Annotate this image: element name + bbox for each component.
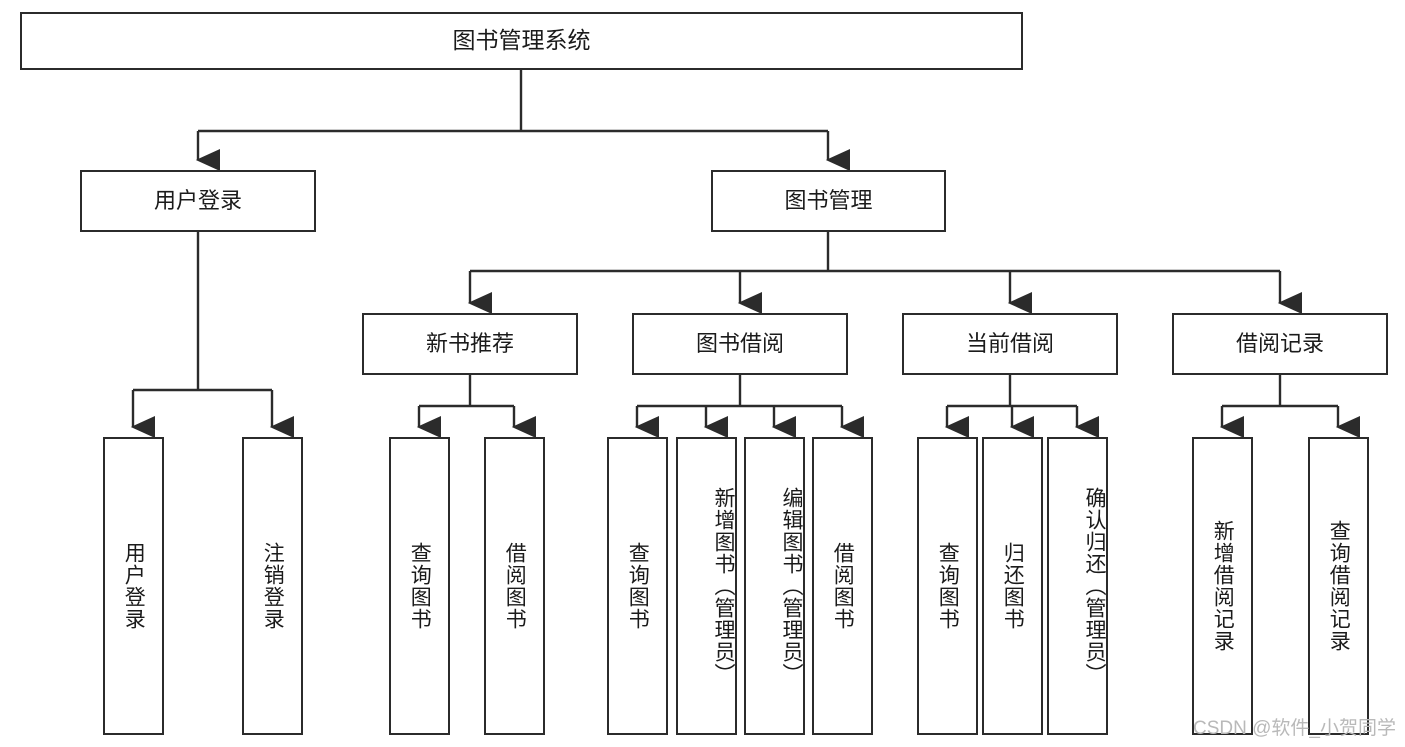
node-label: 新书推荐 (425, 330, 514, 356)
node-label: 用户登录 (153, 187, 242, 213)
leaf-current-borrow-query[interactable]: 查询图书 (917, 437, 978, 735)
node-label: 借阅图书 (503, 542, 527, 630)
node-borrow-record[interactable]: 借阅记录 (1172, 313, 1388, 375)
csdn-watermark: CSDN @软件_小贺同学 (1193, 718, 1396, 739)
leaf-user-login-logout[interactable]: 注销登录 (242, 437, 303, 735)
leaf-book-borrow-query[interactable]: 查询图书 (607, 437, 668, 735)
leaf-current-borrow-confirm-admin[interactable]: 确认归还（管理员） (1047, 437, 1108, 735)
node-current-borrow[interactable]: 当前借阅 (902, 313, 1118, 375)
node-label: 图书借阅 (695, 330, 784, 356)
node-user-login[interactable]: 用户登录 (80, 170, 316, 232)
node-book-management[interactable]: 图书管理 (711, 170, 946, 232)
leaf-book-borrow-add-admin[interactable]: 新增图书（管理员） (676, 437, 737, 735)
leaf-current-borrow-return[interactable]: 归还图书 (982, 437, 1043, 735)
node-label: 查询借阅记录 (1327, 520, 1351, 652)
node-label: 借阅记录 (1235, 330, 1324, 356)
leaf-book-borrow-edit-admin[interactable]: 编辑图书（管理员） (744, 437, 805, 735)
node-label: 图书管理 (784, 187, 873, 213)
node-label: 确认归还（管理员） (1083, 487, 1106, 685)
node-label: 用户登录 (122, 542, 146, 630)
node-book-borrow[interactable]: 图书借阅 (632, 313, 848, 375)
node-label: 借阅图书 (831, 542, 855, 630)
node-label: 查询图书 (408, 542, 432, 630)
leaf-user-login-login[interactable]: 用户登录 (103, 437, 164, 735)
node-label: 新增图书（管理员） (712, 487, 735, 685)
node-root-library-system[interactable]: 图书管理系统 (20, 12, 1023, 70)
node-label: 编辑图书（管理员） (780, 487, 803, 685)
node-label: 注销登录 (261, 542, 285, 630)
leaf-new-book-borrow[interactable]: 借阅图书 (484, 437, 545, 735)
node-label: 查询图书 (936, 542, 960, 630)
node-label: 查询图书 (626, 542, 650, 630)
node-new-book-recommend[interactable]: 新书推荐 (362, 313, 578, 375)
node-label: 图书管理系统 (452, 27, 591, 54)
leaf-book-borrow-borrow[interactable]: 借阅图书 (812, 437, 873, 735)
leaf-borrow-record-add[interactable]: 新增借阅记录 (1192, 437, 1253, 735)
node-label: 归还图书 (1001, 542, 1025, 630)
leaf-new-book-query[interactable]: 查询图书 (389, 437, 450, 735)
node-label: 当前借阅 (965, 330, 1054, 356)
node-label: 新增借阅记录 (1211, 520, 1235, 652)
leaf-borrow-record-query[interactable]: 查询借阅记录 (1308, 437, 1369, 735)
